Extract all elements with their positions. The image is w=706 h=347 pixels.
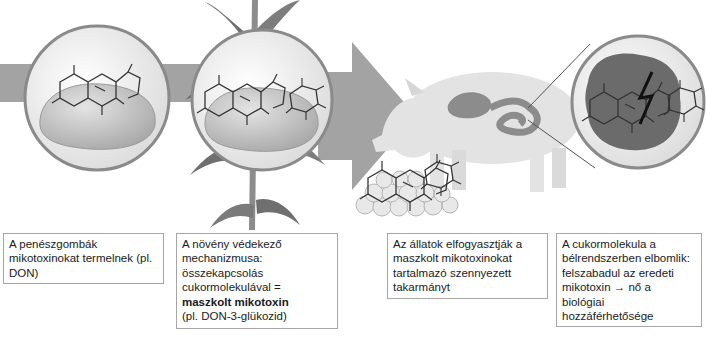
text-box: A növény védekező mechanizmusa: összekap… xyxy=(176,233,338,329)
fungus-circle xyxy=(25,26,169,170)
box-text: maszkolt mikotoxin xyxy=(182,296,289,308)
feed-molecule xyxy=(360,160,448,211)
text-box: A penészgombák mikotoxinokat termelnek (… xyxy=(3,233,164,284)
box-text: A növény védekező mechanizmusa: összekap… xyxy=(182,238,282,293)
text-box: A cukormolekula a bélrendszerben elbomli… xyxy=(556,233,702,327)
text-box: Az állatok elfogyasztják a maszkolt miko… xyxy=(387,233,548,299)
feed-sugar xyxy=(421,154,461,196)
plant-circle xyxy=(192,30,332,170)
box-text: Az állatok elfogyasztják a maszkolt miko… xyxy=(393,238,522,293)
gut-circle xyxy=(572,36,704,168)
box-text: A penészgombák mikotoxinokat termelnek (… xyxy=(9,238,152,279)
feed-pile xyxy=(356,171,458,216)
box-text: (pl. DON-3-glükozid) xyxy=(182,309,332,323)
box-text: A cukormolekula a bélrendszerben elbomli… xyxy=(562,238,690,322)
